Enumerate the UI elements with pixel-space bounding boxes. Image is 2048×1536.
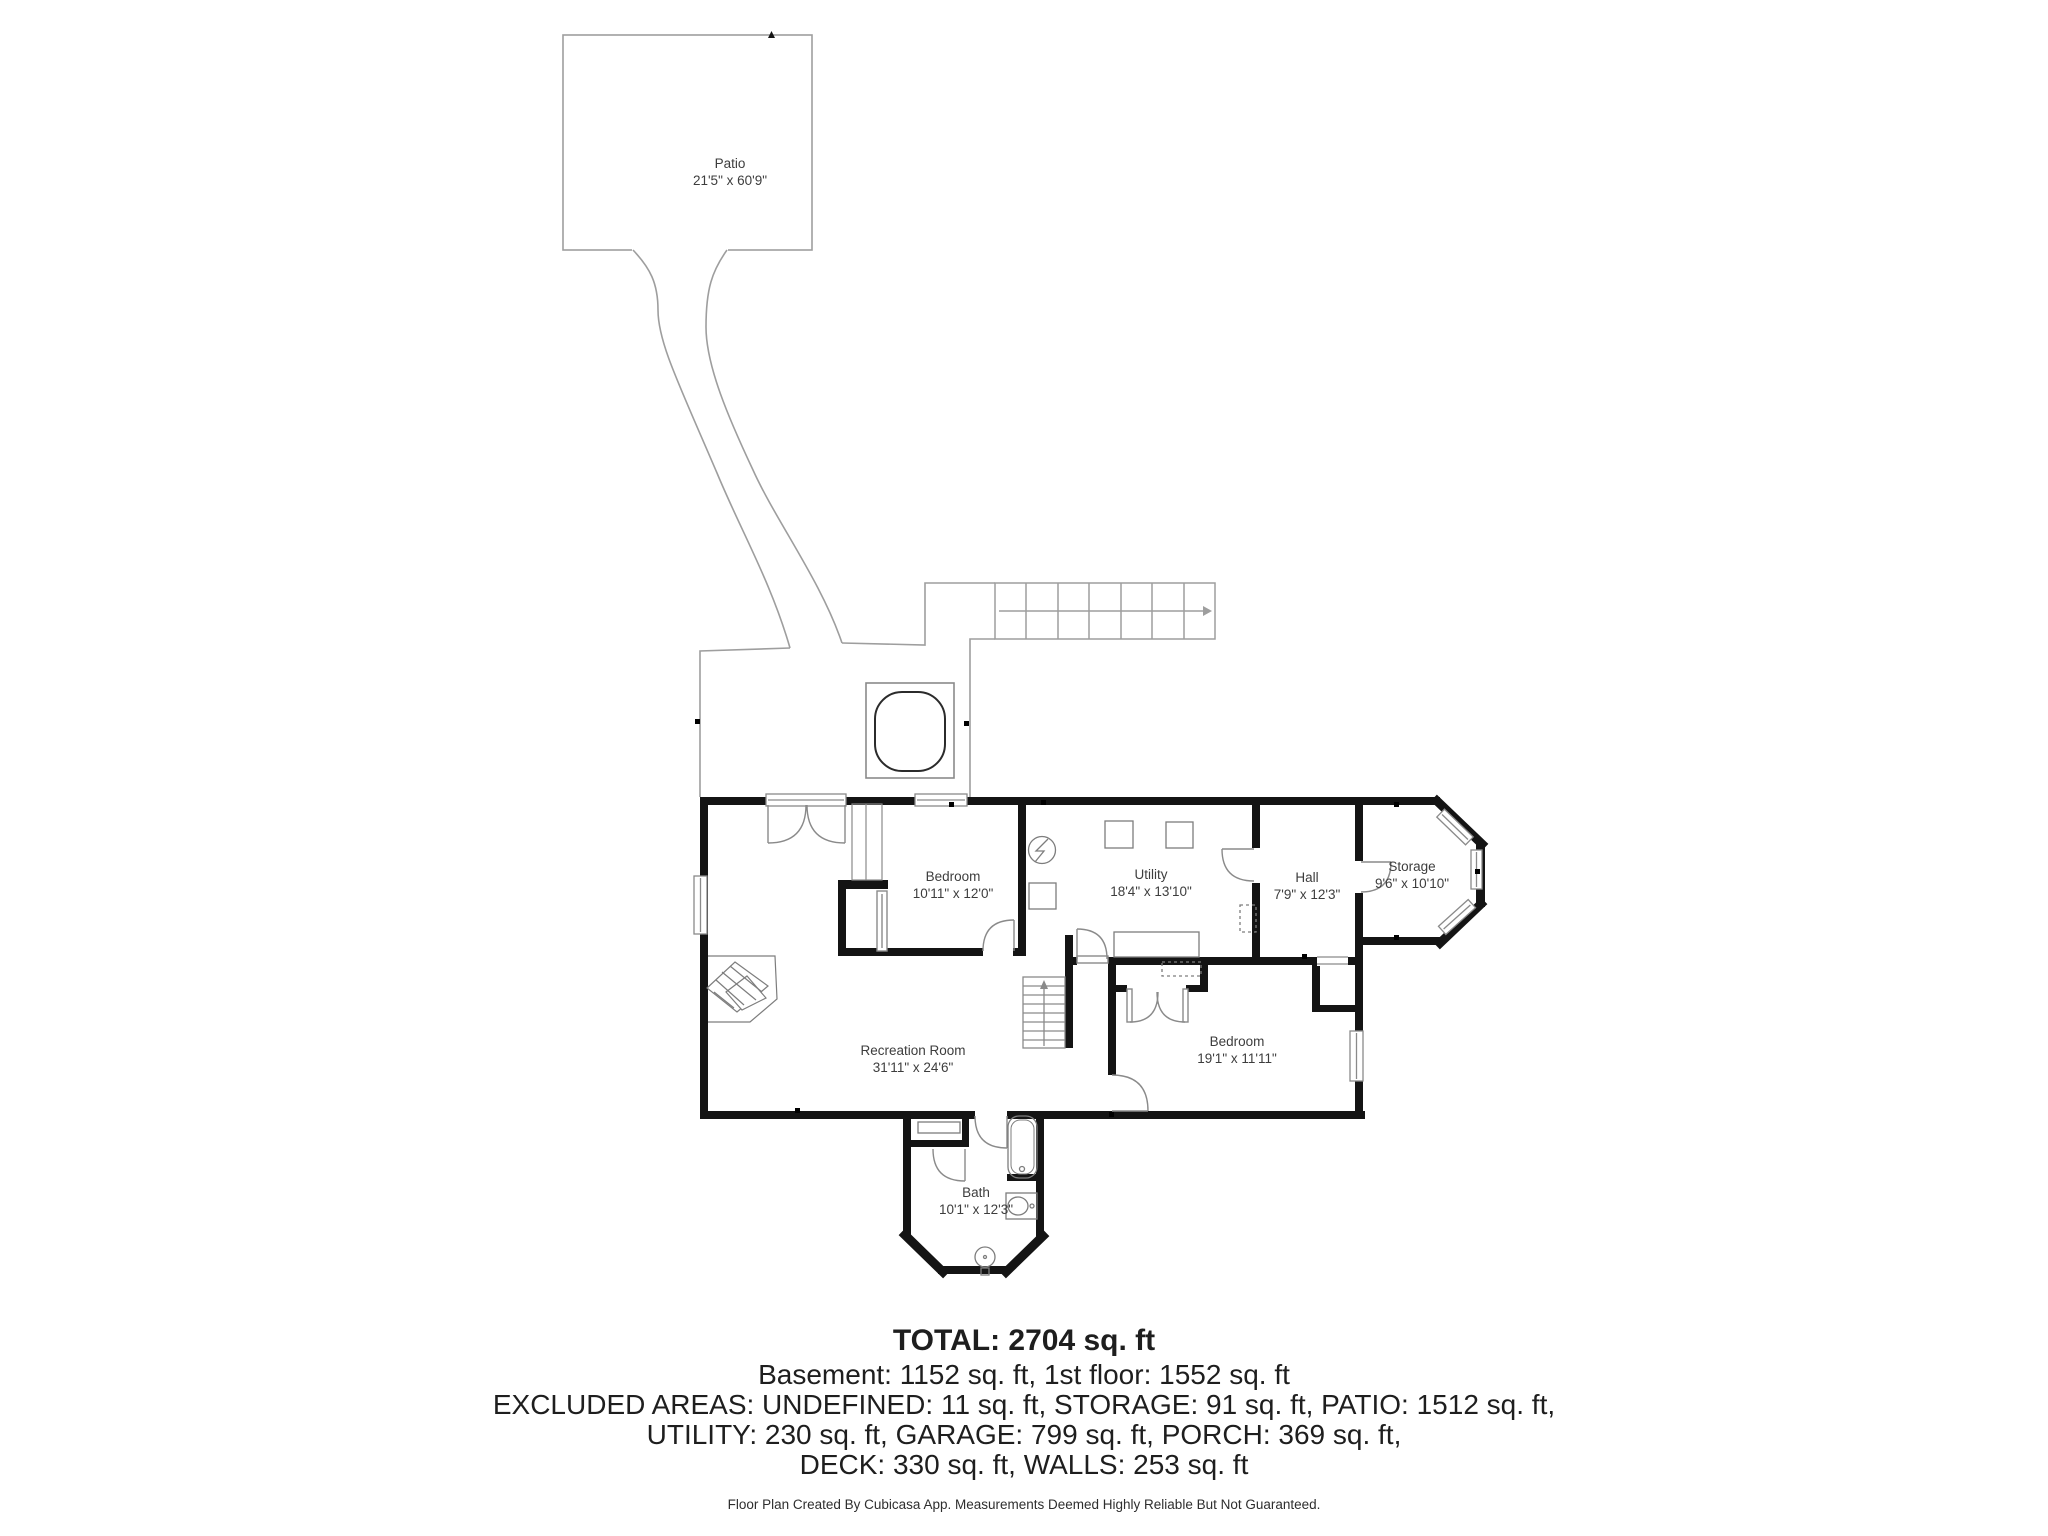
bedroom2-door xyxy=(1111,1074,1149,1112)
exterior-walls xyxy=(700,797,1485,1274)
svg-text:7'9" x 12'3": 7'9" x 12'3" xyxy=(1274,887,1341,902)
total-area: TOTAL: 2704 sq. ft xyxy=(892,1324,1156,1357)
window-storage-bay-lower xyxy=(1437,898,1477,936)
counter xyxy=(1113,931,1200,958)
patio-outline xyxy=(562,34,813,251)
toilet-tank xyxy=(980,1267,990,1276)
room-label-bedroom1: Bedroom 10'11" x 12'0" xyxy=(913,869,994,901)
closet-shelf-dashed xyxy=(1161,961,1202,977)
doors xyxy=(767,804,1392,1182)
entry-french-doors xyxy=(767,804,846,844)
entry-sliding-threshold xyxy=(765,793,847,807)
windows xyxy=(693,793,1483,1082)
svg-text:10'1" x 12'3": 10'1" x 12'3" xyxy=(939,1202,1013,1217)
interior-stairs xyxy=(1022,976,1066,1049)
cased-opening xyxy=(1317,956,1348,966)
footer-disclaimer: Floor Plan Created By Cubicasa App. Meas… xyxy=(727,1497,1321,1512)
summary-line-utility: UTILITY: 230 sq. ft, GARAGE: 799 sq. ft,… xyxy=(646,1419,1402,1450)
svg-text:Patio: Patio xyxy=(715,156,746,171)
bath-closet-door xyxy=(932,1148,966,1182)
svg-text:Storage: Storage xyxy=(1388,859,1435,874)
room-label-bedroom2: Bedroom 19'1" x 11'11" xyxy=(1197,1034,1277,1066)
window-top-wall xyxy=(914,793,968,807)
window-bedroom2 xyxy=(1349,1030,1364,1082)
hall-dashed-fixture xyxy=(1239,904,1257,933)
bathtub xyxy=(1007,1115,1038,1179)
sink-cabinet xyxy=(1005,1192,1038,1220)
svg-text:Bedroom: Bedroom xyxy=(1210,1034,1265,1049)
svg-text:9'6" x 10'10": 9'6" x 10'10" xyxy=(1375,876,1449,891)
appliance-box xyxy=(1165,821,1194,849)
bedroom2-closet-doors xyxy=(1126,988,1189,1023)
svg-text:Bedroom: Bedroom xyxy=(926,869,981,884)
bedroom1-closet xyxy=(851,803,883,881)
summary-line-excluded: EXCLUDED AREAS: UNDEFINED: 11 sq. ft, ST… xyxy=(492,1389,1556,1420)
utility-hall-door xyxy=(1221,848,1255,882)
toilet xyxy=(974,1246,996,1268)
summary-line-floors: Basement: 1152 sq. ft, 1st floor: 1552 s… xyxy=(758,1359,1290,1390)
svg-text:Bath: Bath xyxy=(962,1185,990,1200)
svg-text:Utility: Utility xyxy=(1135,867,1168,882)
room-label-patio: Patio 21'5" x 60'9" xyxy=(693,156,767,188)
bedroom1-door xyxy=(982,919,1015,952)
deck-outline xyxy=(699,582,995,797)
svg-text:10'11" x 12'0": 10'11" x 12'0" xyxy=(913,886,994,901)
svg-text:21'5" x 60'9": 21'5" x 60'9" xyxy=(693,173,767,188)
summary-line-deck: DECK: 330 sq. ft, WALLS: 253 sq. ft xyxy=(799,1449,1249,1480)
water-heater-icon xyxy=(1027,835,1057,865)
exterior-walls-diagonal xyxy=(898,794,1489,1279)
area-summary: TOTAL: 2704 sq. ft Basement: 1152 sq. ft… xyxy=(0,1322,2048,1480)
patio-mark-icon xyxy=(768,31,775,38)
interior-stairs-arrow-icon xyxy=(1040,980,1048,989)
svg-text:Recreation Room: Recreation Room xyxy=(860,1043,965,1058)
svg-text:31'11" x 24'6": 31'11" x 24'6" xyxy=(873,1060,954,1075)
bedroom1-sliding-door xyxy=(876,890,888,952)
deck-stairs xyxy=(994,582,1216,640)
walkway-path xyxy=(632,249,843,649)
room-label-bath: Bath 10'1" x 12'3" xyxy=(939,1185,1013,1217)
lightning-icon xyxy=(1034,838,1049,863)
bath-door xyxy=(974,1115,1008,1149)
room-label-hall: Hall 7'9" x 12'3" xyxy=(1274,870,1341,902)
svg-text:Hall: Hall xyxy=(1295,870,1318,885)
bath-fixtures xyxy=(917,1115,1038,1276)
utility-fixtures xyxy=(1027,820,1257,977)
room-label-recreation: Recreation Room 31'11" x 24'6" xyxy=(860,1043,965,1075)
stairs-direction-arrow-icon xyxy=(1203,606,1212,616)
bath-closet-shelf xyxy=(917,1121,961,1134)
room-label-utility: Utility 18'4" x 13'10" xyxy=(1110,867,1192,899)
appliance-box xyxy=(1104,820,1134,849)
room-label-storage: Storage 9'6" x 10'10" xyxy=(1375,859,1449,891)
appliance-box xyxy=(1028,882,1057,910)
sink xyxy=(1007,1196,1029,1216)
interior-walls xyxy=(838,804,1363,1181)
window-storage-bay-upper xyxy=(1435,808,1475,846)
fireplace xyxy=(706,955,778,1023)
svg-text:18'4" x 13'10": 18'4" x 13'10" xyxy=(1110,884,1192,899)
svg-text:19'1" x 11'11": 19'1" x 11'11" xyxy=(1197,1051,1277,1066)
wall-anchor-dots xyxy=(695,719,1480,1117)
hot-tub xyxy=(865,682,955,779)
hall-storage-door xyxy=(1360,861,1392,893)
utility-landing-door xyxy=(1076,928,1109,964)
window-left-wall xyxy=(693,875,708,935)
